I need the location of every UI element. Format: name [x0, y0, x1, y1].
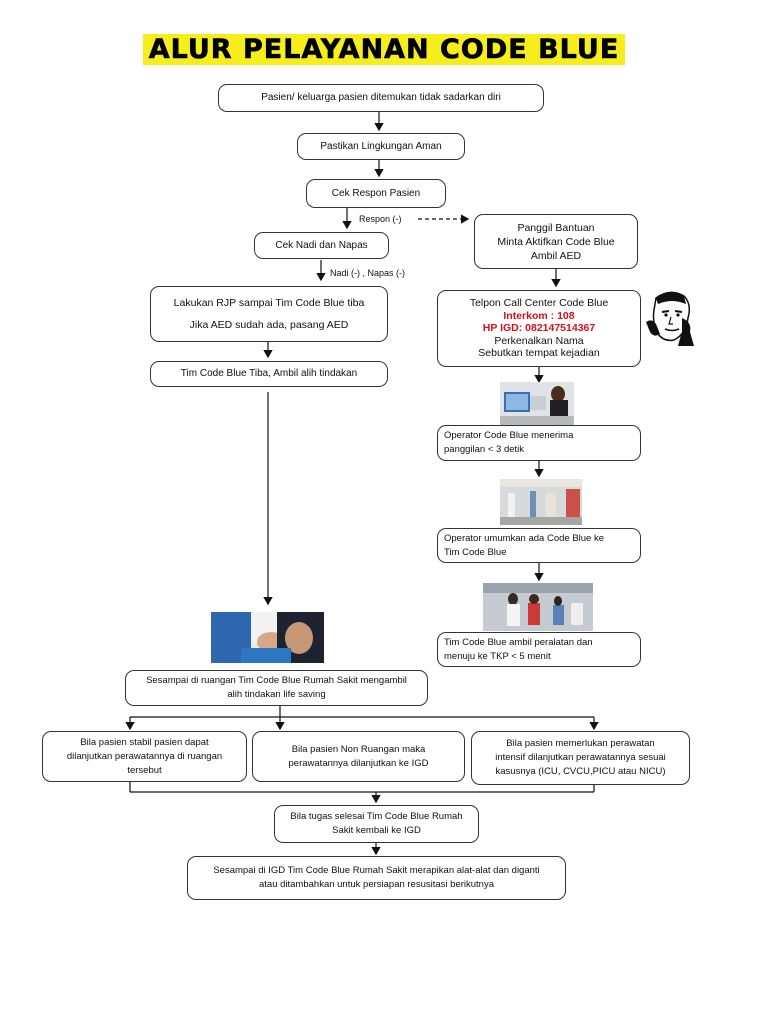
step-team-goes: Tim Code Blue ambil peralatan dan menuju…	[437, 632, 641, 667]
step-text: Bila tugas selesai Tim Code Blue Rumah	[290, 811, 463, 822]
step-text: intensif dilanjutkan perawatannya sesuai	[495, 752, 666, 763]
page-title: ALUR PELAYANAN CODE BLUE	[0, 34, 768, 65]
step-call-center: Telpon Call Center Code Blue Interkom : …	[437, 290, 641, 367]
resuscitation-photo	[211, 612, 324, 663]
step-text: Bila pasien stabil pasien dapat	[80, 736, 209, 748]
step-text: dilanjutkan perawatannya di ruangan	[66, 750, 223, 762]
step-text: Operator Code Blue menerima	[444, 430, 574, 441]
step-text: Tim Code Blue ambil peralatan dan	[444, 636, 593, 648]
step-text: atau ditambahkan untuk persiapan resusit…	[258, 879, 494, 890]
step-text: Bila pasien memerlukan perawatan	[506, 738, 655, 749]
operator-photo	[500, 382, 574, 425]
step-found-unconscious: Pasien/ keluarga pasien ditemukan tidak …	[218, 84, 544, 112]
step-text: Sesampai di ruangan Tim Code Blue Rumah …	[146, 675, 407, 686]
nadi-napas-label: Nadi (-) , Napas (-)	[330, 268, 406, 278]
igd-phone-number: HP IGD: 082147514367	[482, 322, 596, 335]
step-text: Perkenalkan Nama	[494, 334, 584, 347]
step-check-pulse: Cek Nadi dan Napas	[254, 232, 389, 259]
step-operator-announces: Operator umumkan ada Code Blue ke Tim Co…	[437, 528, 641, 563]
branch-non-room: Bila pasien Non Ruangan maka perawatanny…	[252, 731, 465, 782]
step-cpr: Lakukan RJP sampai Tim Code Blue tiba Ji…	[150, 286, 388, 342]
step-text: menuju ke TKP < 5 menit	[444, 650, 551, 662]
step-team-takes-over: Sesampai di ruangan Tim Code Blue Rumah …	[125, 670, 428, 706]
step-text: Tim Code Blue	[444, 546, 507, 558]
step-text: kasusnya (ICU, CVCU,PICU atau NICU)	[495, 766, 666, 777]
step-ensure-safe: Pastikan Lingkungan Aman	[297, 133, 465, 160]
step-check-response: Cek Respon Pasien	[306, 179, 446, 208]
step-operator-receives: Operator Code Blue menerima panggilan < …	[437, 425, 641, 461]
step-text: Cek Respon Pasien	[331, 187, 421, 199]
step-restock: Sesampai di IGD Tim Code Blue Rumah Saki…	[187, 856, 566, 900]
step-text: Lakukan RJP sampai Tim Code Blue tiba	[173, 297, 365, 309]
step-team-arrives: Tim Code Blue Tiba, Ambil alih tindakan	[150, 361, 388, 387]
step-text: Sesampai di IGD Tim Code Blue Rumah Saki…	[213, 865, 540, 876]
step-text: Tim Code Blue Tiba, Ambil alih tindakan	[180, 368, 358, 379]
step-text: Ambil AED	[530, 249, 582, 262]
step-text: tersebut	[127, 764, 162, 776]
step-text: Sakit kembali ke IGD	[332, 825, 421, 836]
intercom-number: Interkom : 108	[503, 309, 575, 322]
step-text: Sebutkan tempat kejadian	[478, 347, 600, 360]
step-text: perawatannya dilanjutkan ke IGD	[288, 757, 429, 769]
step-text: Jika AED sudah ada, pasang AED	[189, 319, 349, 331]
step-text: Cek Nadi dan Napas	[275, 239, 368, 251]
step-text: Telpon Call Center Code Blue	[469, 297, 609, 310]
team-running-photo	[483, 583, 593, 631]
step-text: Minta Aktifkan Code Blue	[497, 235, 615, 248]
respon-label: Respon (-)	[359, 214, 402, 224]
step-text: Operator umumkan ada Code Blue ke	[444, 532, 605, 544]
step-text: Bila pasien Non Ruangan maka	[291, 743, 426, 755]
step-return-igd: Bila tugas selesai Tim Code Blue Rumah S…	[274, 805, 479, 843]
branch-stable: Bila pasien stabil pasien dapat dilanjut…	[42, 731, 247, 782]
step-call-help: Panggil Bantuan Minta Aktifkan Code Blue…	[474, 214, 638, 269]
branch-intensive: Bila pasien memerlukan perawatan intensi…	[471, 731, 690, 785]
step-text: panggilan < 3 detik	[444, 444, 525, 455]
step-text: Panggil Bantuan	[517, 221, 595, 234]
step-text: alih tindakan life saving	[227, 689, 326, 700]
step-text: Pasien/ keluarga pasien ditemukan tidak …	[261, 92, 501, 103]
step-text: Pastikan Lingkungan Aman	[320, 140, 442, 152]
announcement-photo	[500, 479, 582, 525]
caller-illustration	[642, 288, 700, 348]
